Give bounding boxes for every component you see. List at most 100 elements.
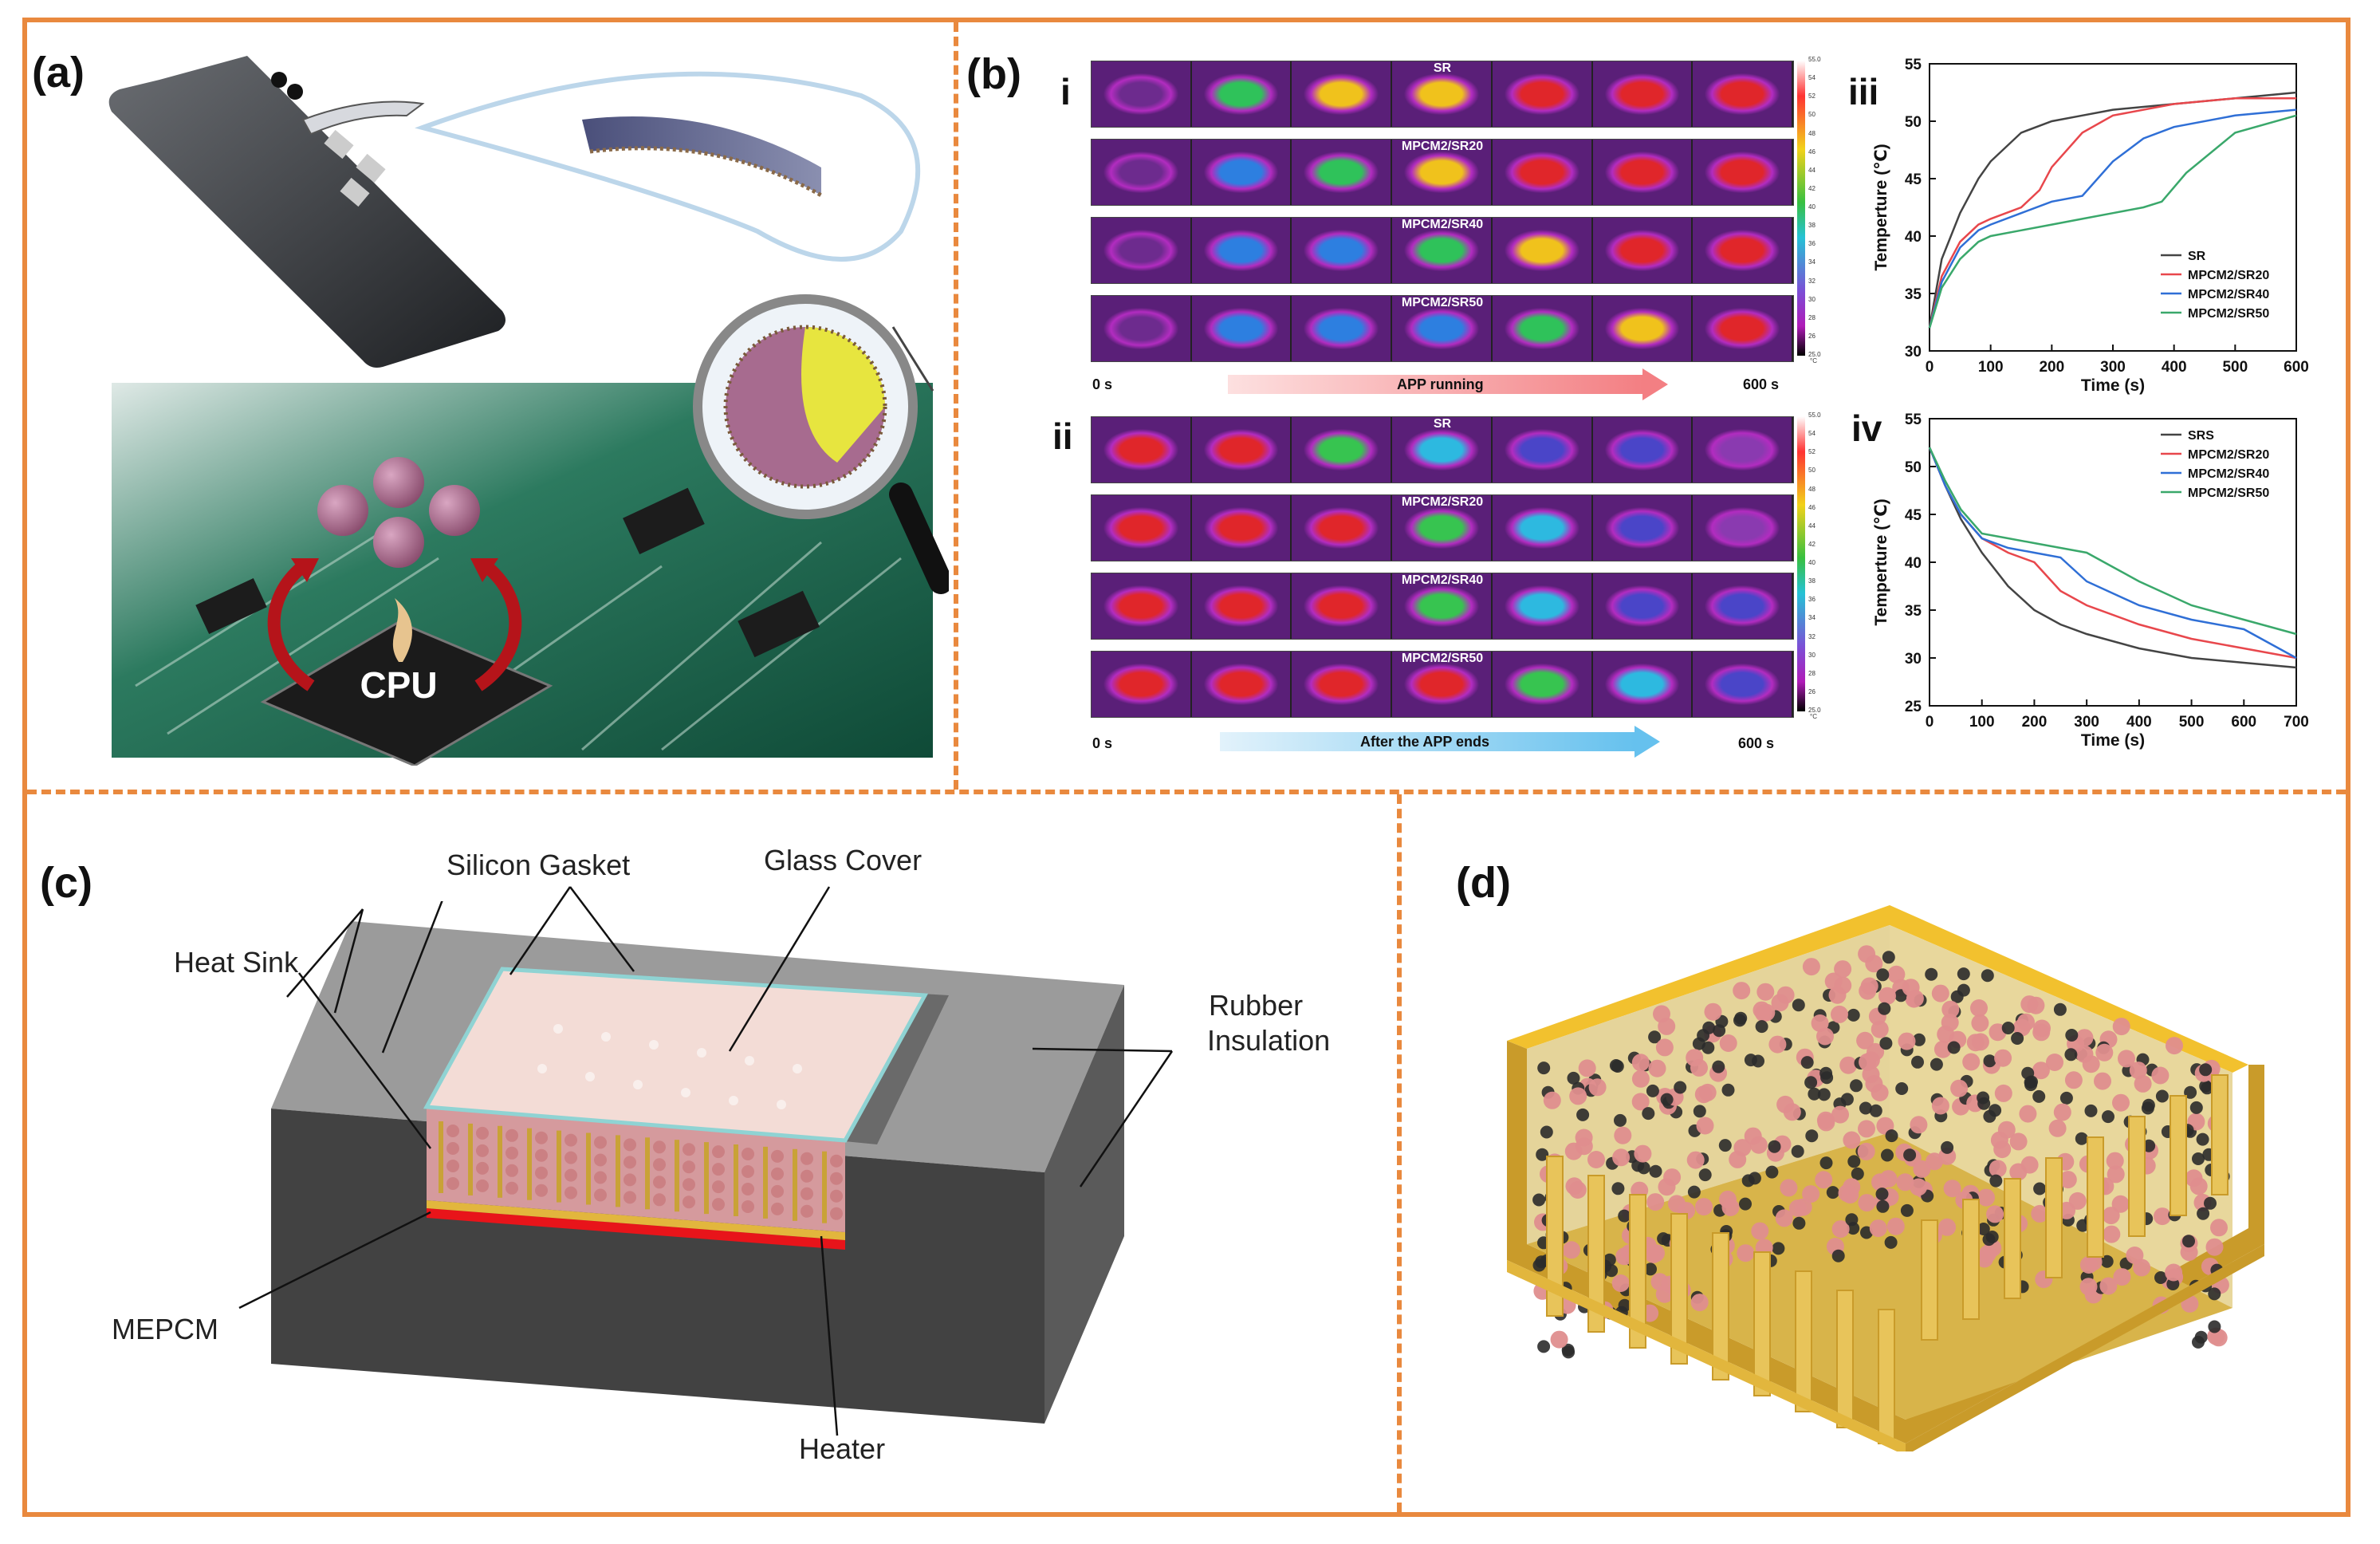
mepcm-particle (1912, 1033, 1926, 1046)
heat-sink-fin (616, 1135, 620, 1207)
microcapsule-sphere (373, 517, 424, 568)
mepcm-particle (2095, 1043, 2114, 1062)
mepcm-particle (653, 1176, 666, 1189)
x-tick-label: 400 (2126, 714, 2152, 731)
thermal-frame (1693, 417, 1793, 482)
heatsink-fin (2087, 1136, 2104, 1258)
mepcm-particle (2082, 1055, 2100, 1073)
panel-b-label: (b) (966, 50, 1021, 98)
thermal-frame (1092, 296, 1192, 361)
mepcm-particle (801, 1204, 813, 1218)
colorbar-tick: 26 (1808, 687, 1815, 695)
thermal-frame (1191, 218, 1292, 283)
mepcm-particle (1859, 1053, 1877, 1071)
mepcm-particle (1753, 1001, 1771, 1019)
heatsink-fin (1836, 1290, 1854, 1428)
mepcm-particle (446, 1142, 459, 1155)
mepcm-particle (1887, 965, 1906, 983)
mepcm-particle (1900, 1203, 1914, 1217)
thermal-frame (1592, 296, 1694, 361)
thermal-row: MPCM2/SR40 (1091, 573, 1794, 640)
mepcm-particle (1575, 1128, 1593, 1147)
thermal-frame (1191, 296, 1292, 361)
thermal-row-label: SR (1433, 417, 1452, 431)
heatsink-fin (2170, 1095, 2187, 1216)
microcapsule-sphere (317, 485, 368, 536)
heatsink-fin (1546, 1156, 1564, 1317)
thermal-frame (1092, 573, 1192, 639)
divider-vertical-bottom (1397, 794, 1402, 1512)
thermal-frame (1693, 495, 1793, 561)
thermal-frame (1592, 573, 1694, 639)
mepcm-particle (1970, 999, 1988, 1017)
mepcm-particle (1826, 1186, 1839, 1199)
thermal-frame (1392, 495, 1493, 561)
mepcm-particle (1815, 1171, 1833, 1189)
heat-sink-fin (468, 1123, 473, 1195)
thermal-row: MPCM2/SR50 (1091, 295, 1794, 362)
mepcm-particle (1977, 1223, 1990, 1235)
thermal-row: MPCM2/SR20 (1091, 494, 1794, 561)
subpanel-i-label: i (1060, 71, 1071, 112)
mepcm-particle (1943, 1180, 1961, 1198)
mepcm-particle (1772, 1242, 1785, 1255)
mepcm-particle (2182, 1235, 2195, 1248)
mepcm-particle (1983, 1054, 1996, 1068)
thermal-frame (1693, 140, 1793, 205)
mepcm-particle (2118, 1050, 2135, 1068)
mepcm-particle (1831, 1220, 1850, 1239)
heatsink-fin (1712, 1232, 1729, 1381)
mepcm-particle (2189, 1177, 2208, 1195)
mepcm-particle (1941, 1000, 1960, 1018)
mepcm-particle (1733, 982, 1751, 1000)
mepcm-particle (1881, 1148, 1894, 1162)
x-tick-label: 300 (2074, 714, 2099, 731)
mepcm-particle (476, 1126, 489, 1140)
y-tick-label: 45 (1905, 507, 1922, 524)
x-tick-label: 0 (1926, 714, 1934, 731)
mepcm-particle (1588, 1078, 1607, 1097)
legend-label: MPCM2/SR40 (2188, 288, 2269, 301)
mepcm-particle (771, 1184, 784, 1198)
mepcm-particle (771, 1149, 784, 1163)
mepcm-particle (1896, 1173, 1914, 1191)
mepcm-particle (1748, 1172, 1761, 1185)
mepcm-particle (1660, 1093, 1674, 1106)
cpu-chip (260, 620, 553, 766)
mepcm-particle (1690, 1294, 1709, 1312)
heatsink-fin (1795, 1270, 1812, 1412)
mepcm-particle (535, 1166, 548, 1180)
mepcm-particle (2046, 1054, 2063, 1071)
y-tick-label: 55 (1905, 57, 1922, 73)
mepcm-particle (594, 1188, 607, 1202)
colorbar-tick: 34 (1808, 614, 1815, 622)
thermal-frame (1392, 652, 1493, 717)
colorbar-tick: 48 (1808, 129, 1815, 137)
colorbar-tick: 40 (1808, 559, 1815, 566)
mepcm-particle (1947, 1041, 1961, 1054)
mepcm-particle (1721, 1199, 1740, 1216)
mepcm-particle (1642, 1107, 1655, 1121)
mepcm-particle (1739, 1197, 1752, 1211)
rubber-label-line2: Insulation (1207, 1024, 1331, 1057)
mepcm-particle (1840, 1093, 1854, 1106)
mepcm-particle (2048, 1119, 2067, 1137)
thermal-frame (1693, 652, 1793, 717)
mepcm-particle (742, 1200, 754, 1213)
mepcm-particle (1712, 1060, 1725, 1073)
mepcm-particle (742, 1165, 754, 1178)
mepcm-particle (1824, 972, 1843, 991)
mepcm-particle (1540, 1125, 1553, 1139)
thermal-frame (1693, 573, 1793, 639)
rubber-label-line1: Rubber (1209, 989, 1304, 1022)
thermal-frame (1092, 218, 1192, 283)
mepcm-particle (2133, 1258, 2151, 1277)
legend-label: MPCM2/SR50 (2188, 307, 2269, 321)
mepcm-particle (1850, 1079, 1863, 1093)
mepcm-particle (1911, 1055, 1924, 1069)
mepcm-particle (801, 1187, 813, 1200)
heat-sink-fin (734, 1144, 738, 1216)
mepcm-particle (2001, 1022, 2015, 1034)
colorbar-tick: 38 (1808, 222, 1815, 230)
mepcm-particle (2184, 1085, 2197, 1099)
